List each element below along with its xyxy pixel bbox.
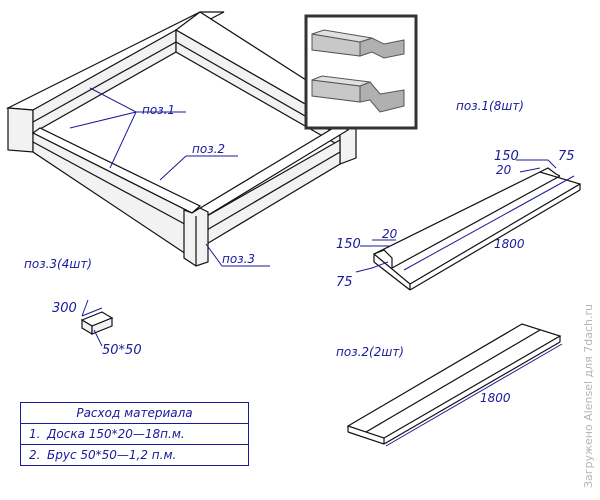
pos1-top-thickness-dim: 20 [496, 163, 512, 177]
pos1-top-notch-dim: 75 [558, 149, 575, 164]
pos1-end-thickness-dim: 20 [382, 227, 398, 241]
pos1-top-width-dim: 150 [494, 149, 519, 164]
joint-detail-inset [304, 14, 418, 130]
materials-row-number: 2. [29, 448, 41, 462]
pos3-detail-label: поз.3(4шт) [24, 257, 92, 271]
pos1-detail-drawing: поз.1(8шт) 1800 150 75 20 [336, 99, 582, 291]
pos2-detail-drawing: поз.2(2шт) 1800 [336, 323, 563, 447]
pos3-length-dim: 300 [52, 301, 77, 316]
watermark-text: Загружено Alensel для 7dach.ru [582, 304, 595, 488]
pos3-assembly-label: поз.3 [222, 252, 255, 266]
pos3-detail-drawing: поз.3(4шт) 300 50*50 [24, 257, 142, 358]
materials-row: 2. Брус 50*50—1,2 п.м. [21, 444, 248, 465]
pos1-assembly-label: поз.1 [142, 103, 175, 117]
pos1-end-width-dim: 150 [336, 237, 361, 252]
pos2-length-dim: 1800 [480, 391, 511, 405]
materials-table-title: Расход материала [76, 406, 193, 420]
materials-row-text: Брус 50*50—1,2 п.м. [47, 448, 177, 462]
materials-row: 1. Доска 150*20—18п.м. [21, 423, 248, 444]
pos2-assembly-label: поз.2 [192, 142, 225, 156]
materials-row-text: Доска 150*20—18п.м. [47, 427, 185, 441]
pos1-end-notch-dim: 75 [336, 275, 353, 290]
pos1-detail-label: поз.1(8шт) [456, 99, 524, 113]
materials-table: Расход материала 1. Доска 150*20—18п.м. 2… [20, 402, 249, 466]
sandbox-assembly: поз.1 поз.2 поз.3 [5, 11, 358, 267]
pos1-length-dim: 1800 [494, 237, 525, 251]
pos2-detail-label: поз.2(2шт) [336, 345, 404, 359]
materials-row-number: 1. [29, 427, 41, 441]
pos3-section-dim: 50*50 [102, 343, 142, 358]
